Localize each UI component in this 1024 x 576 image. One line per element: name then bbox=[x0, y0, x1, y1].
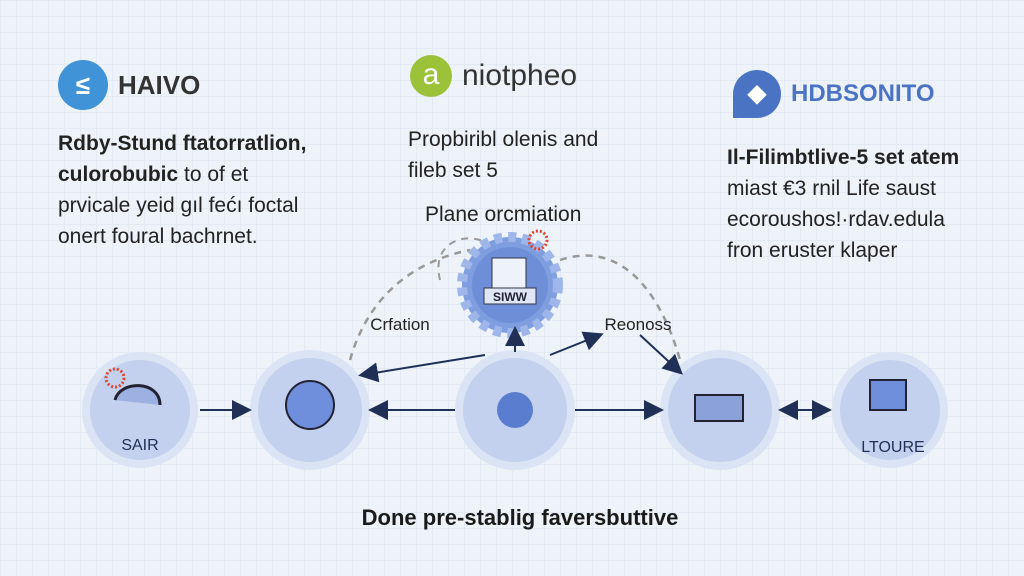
arrow-to-reonoss bbox=[549, 331, 604, 356]
node-sair-label: SAIR bbox=[121, 437, 158, 454]
hdbsonito-logo-icon: ◆ bbox=[733, 70, 781, 118]
arrow-to-2 bbox=[358, 354, 486, 383]
haivo-logo-text: HAIVO bbox=[118, 69, 201, 100]
left-description: Rdby-Stund ftatorratlion, culorobubic to… bbox=[58, 128, 306, 252]
dashed-arc-right bbox=[559, 254, 682, 361]
bike-icon bbox=[497, 392, 533, 428]
niotpheo-logo-text: niotpheo bbox=[462, 59, 578, 92]
center-line-1: Propbiribl olenis and bbox=[408, 128, 599, 151]
hdbsonito-logo: ◆ HDBSONITO bbox=[733, 70, 935, 118]
hub-badge: SIWW bbox=[493, 290, 528, 304]
haivo-logo-icon: ≤ bbox=[58, 60, 108, 110]
niotpheo-logo-icon: a bbox=[410, 55, 452, 97]
arrow-to-4 bbox=[639, 334, 683, 375]
haivo-logo: ≤ HAIVO bbox=[58, 60, 200, 110]
node-sair bbox=[82, 352, 198, 468]
left-line-3: prvicale yeid gıl fećı foctal bbox=[58, 194, 299, 217]
hdbsonito-logo-text: HDBSONITO bbox=[791, 80, 935, 107]
left-line-2a: culorobubic bbox=[58, 163, 179, 186]
left-line-1: Rdby-Stund ftatorratlion, bbox=[58, 132, 307, 155]
spark-icon bbox=[527, 229, 549, 251]
reonoss-label: Reonoss bbox=[604, 315, 671, 334]
gauge-icon bbox=[285, 380, 335, 430]
left-line-2b: to of et bbox=[184, 163, 249, 186]
center-line-2: fileb set 5 bbox=[408, 159, 498, 182]
microscope-icon bbox=[113, 384, 162, 406]
device-icon bbox=[694, 394, 744, 422]
spark-icon bbox=[104, 367, 126, 389]
left-line-4: onert foural bachrnet. bbox=[58, 225, 258, 248]
document-icon bbox=[491, 257, 527, 289]
center-description: Propbiribl olenis and fileb set 5 bbox=[408, 124, 598, 186]
hub-label: Plane orcmiation bbox=[425, 203, 582, 226]
niotpheo-logo: a niotpheo bbox=[410, 55, 577, 97]
right-line-2: miast €3 rnil Life saust bbox=[727, 177, 936, 200]
crfation-label: Crfation bbox=[370, 315, 430, 334]
dashed-arc-left-inner bbox=[437, 237, 491, 281]
right-line-1: Il-Filimbtlive-5 set atem bbox=[727, 146, 960, 169]
screen-icon bbox=[869, 379, 907, 411]
right-line-4: fron eruster klaper bbox=[727, 239, 898, 262]
footer-caption: Done pre-stablig faversbuttive bbox=[362, 505, 679, 530]
dashed-arc-left bbox=[348, 248, 471, 361]
right-description: Il-Filimbtlive-5 set atem miast €3 rnil … bbox=[727, 142, 959, 266]
node-ltoure-label: LTOURE bbox=[861, 439, 924, 456]
hub-gear: SIWW bbox=[457, 229, 563, 338]
right-line-3: ecoroushos!·rdav.edula bbox=[727, 208, 945, 231]
